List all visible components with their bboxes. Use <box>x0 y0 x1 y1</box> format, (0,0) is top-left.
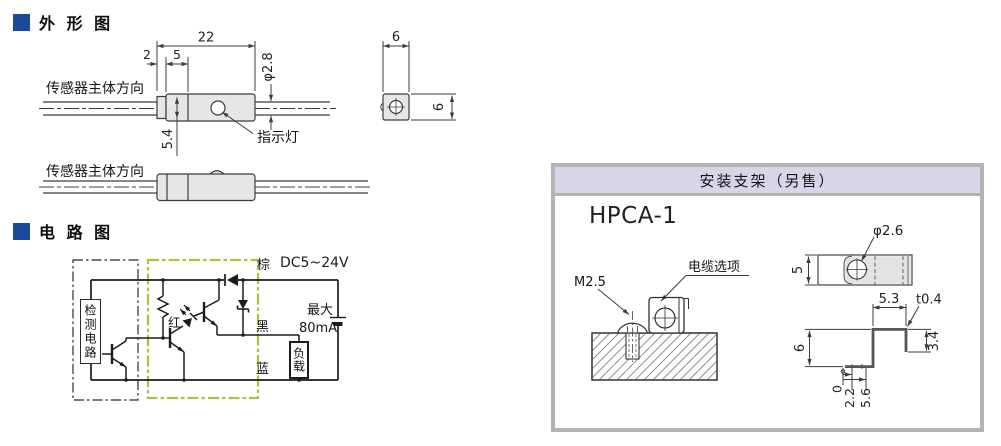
dim-offset-56: 5.6 <box>858 388 873 408</box>
dim-segment: 5 <box>173 47 181 62</box>
arrowhead <box>119 361 126 367</box>
led-cathode-bar <box>189 312 198 321</box>
wire-brown-label: 棕 <box>257 258 270 273</box>
arrowhead <box>222 112 229 118</box>
outline-end-view <box>380 93 410 121</box>
outline-top-view <box>39 93 336 122</box>
arrowhead <box>402 43 409 49</box>
circuit-diagram: 棕 DC5~24V 黑 蓝 最大 80mA 红 <box>72 255 349 401</box>
blue-square-icon <box>13 222 30 240</box>
led-red-label: 红 <box>168 315 181 330</box>
dim-notch: 2 <box>143 47 151 62</box>
dim-flange-length: 5.3 <box>879 292 900 307</box>
indicator-label: 指示灯 <box>257 130 299 146</box>
dim-cable-dia: φ2.8 <box>261 52 276 81</box>
arrowhead <box>622 308 629 315</box>
arrowhead <box>150 61 157 67</box>
arrowhead <box>806 277 811 284</box>
outline-section-title: 外 形 图 <box>39 14 114 33</box>
arrowhead <box>845 372 852 377</box>
arrowhead <box>174 97 180 104</box>
dim-end-height: 6 <box>432 103 447 111</box>
arrowhead <box>174 111 180 119</box>
bracket-top-dims <box>805 236 875 286</box>
outline-section-header: 外 形 图 <box>13 10 113 34</box>
arrowhead <box>268 94 274 102</box>
blue-square-icon <box>13 13 30 31</box>
junction-dots <box>124 278 301 382</box>
arrowhead <box>449 112 455 119</box>
arrowhead <box>166 61 173 67</box>
dim-end-width: 6 <box>392 30 400 45</box>
dim-body-height: 5.4 <box>161 129 176 150</box>
zener-triangle <box>238 300 248 309</box>
dim-offset-zero: 0 <box>830 385 845 393</box>
arrowhead <box>924 344 929 351</box>
circuit-section-title: 电 路 图 <box>39 223 114 242</box>
led-triangle <box>182 318 192 328</box>
supply-voltage-label: DC5~24V <box>280 255 349 271</box>
load-box: 负载 <box>289 341 309 379</box>
arrowhead <box>383 43 390 49</box>
arrowhead <box>859 377 866 382</box>
amplifier-dashed-box <box>146 258 260 400</box>
arrowhead <box>806 256 811 263</box>
dim-wall-height: 6 <box>793 344 808 352</box>
wire-black-label: 黑 <box>256 320 269 335</box>
resistor <box>156 295 170 318</box>
arrowhead <box>181 61 188 67</box>
diode-triangle <box>227 274 238 286</box>
screw-leader-line <box>597 288 630 315</box>
indicator-light-hole <box>210 100 226 116</box>
sensor-body-notch <box>156 95 167 120</box>
direction-label-top: 传感器主体方向 <box>46 80 144 97</box>
arrowhead <box>907 319 913 327</box>
detection-circuit-box: 检测电路 <box>80 299 101 364</box>
arrowhead <box>210 320 217 326</box>
arrowhead <box>807 330 812 338</box>
screw-label: M2.5 <box>574 275 606 290</box>
sensor-body-side <box>156 173 256 202</box>
outline-top-dims <box>147 41 274 156</box>
dim-lip-height: 3.4 <box>927 331 942 352</box>
dim-hole-dia: φ2.6 <box>873 223 903 239</box>
outline-side-view <box>39 170 371 202</box>
bracket-side-dims <box>805 304 931 391</box>
arrowhead <box>449 95 455 102</box>
arrowhead <box>268 115 274 123</box>
arrowhead <box>177 346 184 352</box>
dim-thickness: t0.4 <box>916 293 942 308</box>
arrowhead <box>807 358 812 366</box>
max-current-label-2: 80mA <box>299 321 337 336</box>
bracket-top-view <box>805 236 913 286</box>
bracket-side-profile <box>805 304 931 391</box>
dim-body-length: 22 <box>198 31 215 46</box>
cable-option-label: 电缆选项 <box>688 259 740 275</box>
dim-plate-width: 5 <box>791 266 806 274</box>
direction-label-bottom: 传感器主体方向 <box>46 163 144 180</box>
arrowhead <box>873 305 880 310</box>
arrowhead <box>184 305 191 312</box>
bracket-mounting-view <box>591 275 749 381</box>
arrowhead <box>157 43 164 49</box>
arrowhead <box>661 294 668 301</box>
max-current-label-1: 最大 <box>307 303 333 318</box>
arrowhead <box>924 330 929 338</box>
bracket-model-name: HPCA-1 <box>589 203 678 229</box>
bracket-panel-header: 安装支架（另售） <box>555 167 980 196</box>
outline-end-dims <box>382 41 456 121</box>
circuit-wires <box>90 274 346 381</box>
wire-blue-label: 蓝 <box>256 362 269 377</box>
dim-offset-22: 2.2 <box>842 388 857 408</box>
arrowhead <box>248 43 255 49</box>
arrowhead <box>861 254 867 261</box>
circuit-section-header: 电 路 图 <box>13 219 113 243</box>
arrowhead <box>899 305 906 310</box>
detection-dashed-box <box>72 259 139 401</box>
bracket-panel: 安装支架（另售） HPCA-1 <box>551 163 984 432</box>
bracket-z-profile <box>845 327 908 369</box>
arrowhead <box>180 309 187 316</box>
